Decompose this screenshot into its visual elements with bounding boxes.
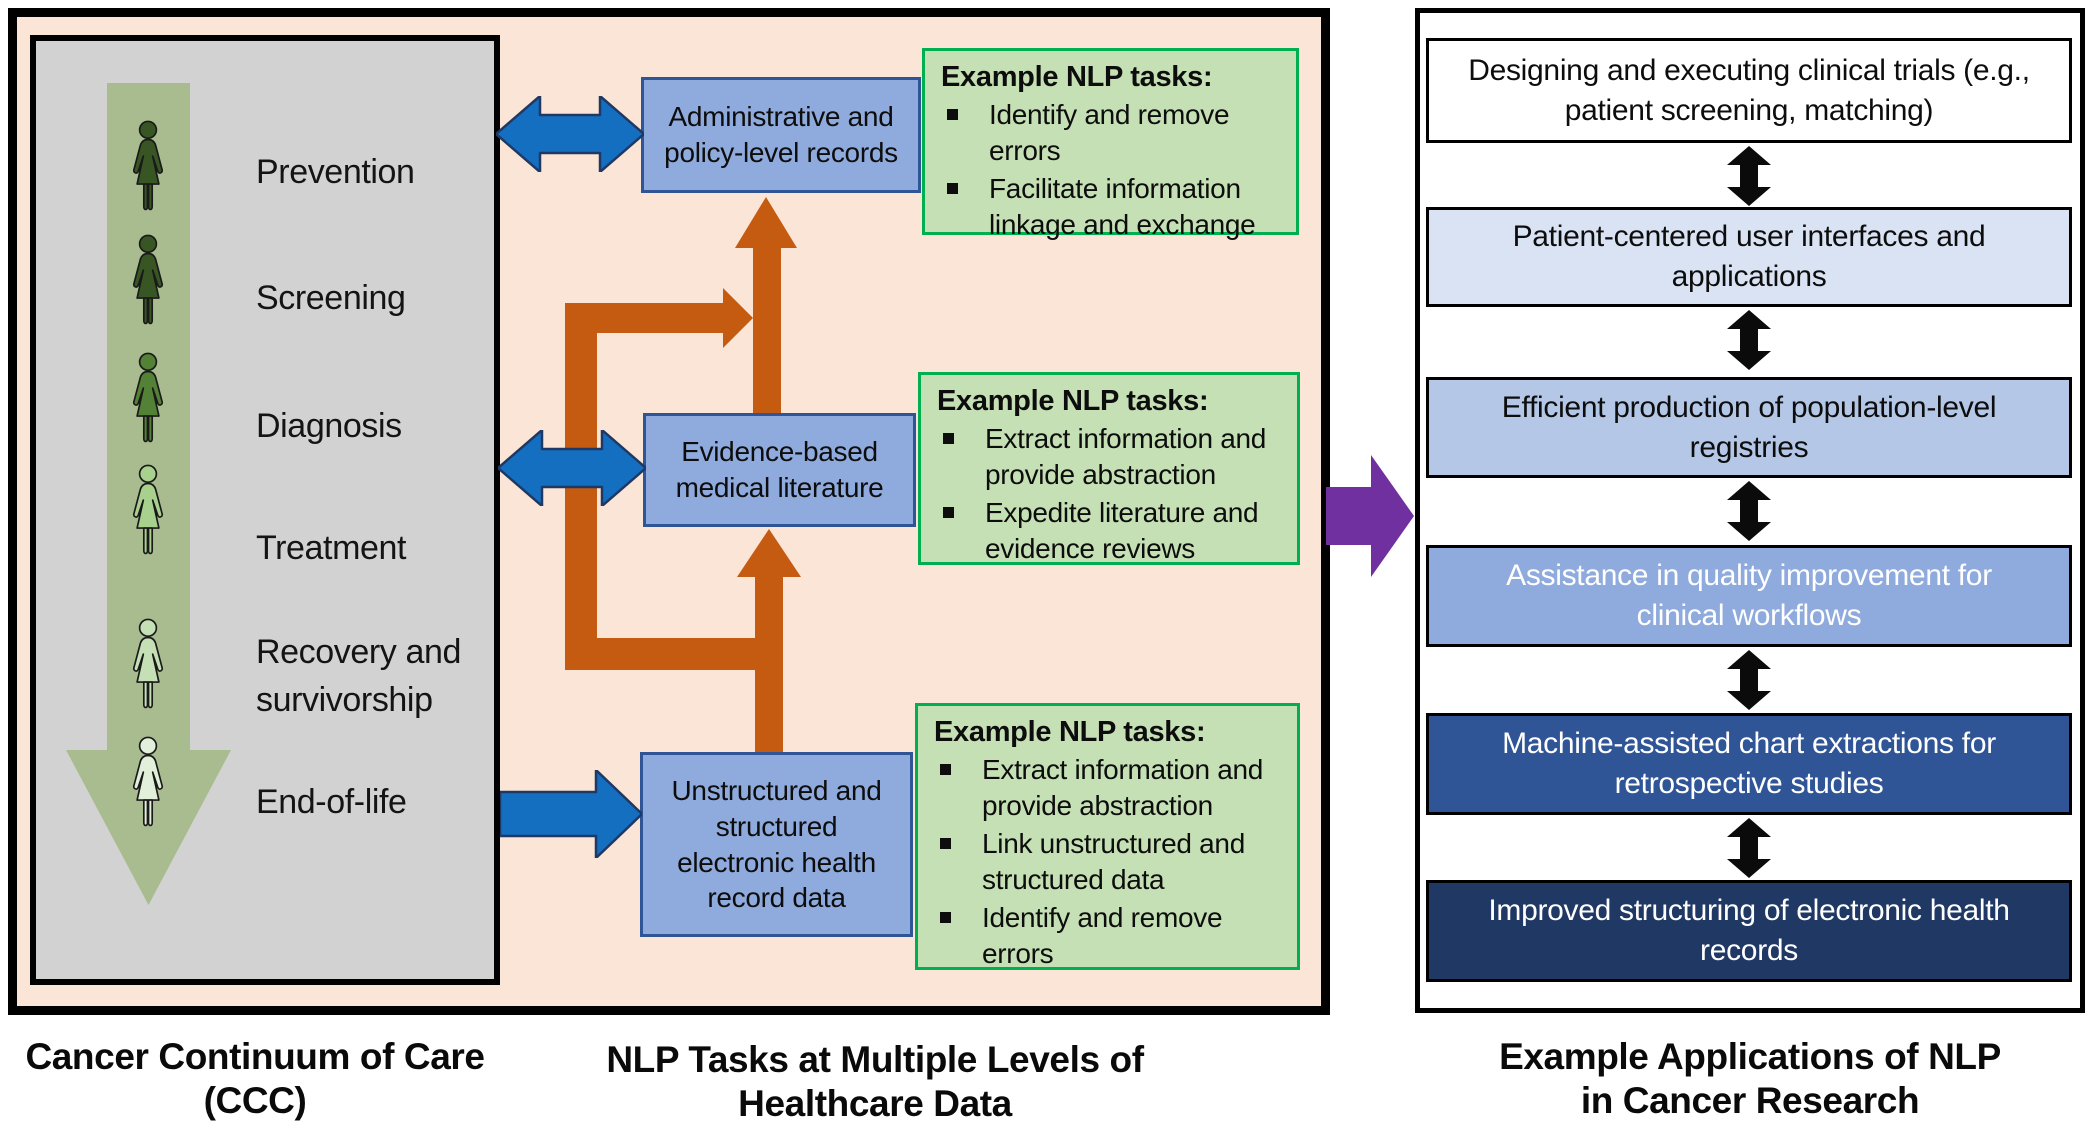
bidirectional-arrow-icon xyxy=(498,430,646,506)
vertical-double-arrow-icon xyxy=(1727,818,1771,878)
application-box: Efficient production of population-level… xyxy=(1426,377,2072,478)
vertical-double-arrow-icon xyxy=(1727,146,1771,206)
caption-nlp-tasks: NLP Tasks at Multiple Levels of Healthca… xyxy=(420,1038,1330,1126)
application-box: Improved structuring of electronic healt… xyxy=(1426,880,2072,982)
nlp-task-item: Identify and remove errors xyxy=(982,902,1223,969)
person-icon xyxy=(132,736,164,827)
data-level-box-administrative: Administrative and policy-level records xyxy=(641,77,921,193)
nlp-tasks-box-literature: Example NLP tasks: Extract information a… xyxy=(918,372,1300,565)
stage-label-recovery: Recovery and survivorship xyxy=(256,633,461,719)
nlp-tasks-title: Example NLP tasks: xyxy=(941,61,1213,93)
vertical-double-arrow-icon xyxy=(1727,310,1771,370)
vertical-double-arrow-icon xyxy=(1727,650,1771,710)
right-arrow-icon xyxy=(500,770,642,858)
caption-applications-line2: in Cancer Research xyxy=(1580,1080,1920,1121)
caption-applications: Example Applications of NLP in Cancer Re… xyxy=(1415,1035,2085,1123)
nlp-tasks-title: Example NLP tasks: xyxy=(934,716,1206,748)
caption-nlp-tasks-line1: NLP Tasks at Multiple Levels of xyxy=(606,1039,1144,1080)
stage-label-end-of-life: End-of-life xyxy=(256,783,407,821)
person-icon xyxy=(132,618,164,709)
person-icon xyxy=(132,352,164,443)
person-icon xyxy=(132,120,164,211)
application-box: Machine-assisted chart extractions for r… xyxy=(1426,713,2072,815)
caption-ccc: Cancer Continuum of Care (CCC) xyxy=(10,1035,500,1123)
person-icon xyxy=(132,464,164,555)
nlp-task-item: Expedite literature and evidence reviews xyxy=(985,497,1259,564)
application-box: Assistance in quality improvement for cl… xyxy=(1426,545,2072,647)
nlp-tasks-box-administrative: Example NLP tasks: Identify and remove e… xyxy=(922,48,1299,240)
bidirectional-arrow-icon xyxy=(496,96,644,172)
nlp-tasks-box-ehr: Example NLP tasks: Extract information a… xyxy=(915,703,1300,970)
nlp-task-item: Facilitate information linkage and excha… xyxy=(989,173,1256,240)
nlp-tasks-title: Example NLP tasks: xyxy=(937,385,1209,417)
application-box: Designing and executing clinical trials … xyxy=(1426,38,2072,143)
nlp-task-item: Extract information and provide abstract… xyxy=(985,423,1267,490)
caption-nlp-tasks-line2: Healthcare Data xyxy=(738,1083,1012,1124)
caption-ccc-line1: Cancer Continuum of Care xyxy=(25,1036,485,1077)
data-level-box-ehr: Unstructured and structured electronic h… xyxy=(640,752,913,937)
vertical-double-arrow-icon xyxy=(1727,481,1771,541)
application-box: Patient-centered user interfaces and app… xyxy=(1426,207,2072,307)
stage-label-prevention: Prevention xyxy=(256,153,415,191)
stage-label-treatment: Treatment xyxy=(256,529,407,567)
nlp-task-item: Extract information and provide abstract… xyxy=(982,754,1264,821)
data-level-box-literature: Evidence-based medical literature xyxy=(643,413,916,527)
stage-label-screening: Screening xyxy=(256,279,406,317)
purple-right-arrow-icon xyxy=(1326,455,1414,577)
caption-applications-line1: Example Applications of NLP xyxy=(1499,1036,2001,1077)
stage-label-diagnosis: Diagnosis xyxy=(256,407,402,445)
nlp-task-item: Identify and remove errors xyxy=(989,99,1230,166)
nlp-task-item: Link unstructured and structured data xyxy=(982,828,1245,895)
person-icon xyxy=(132,234,164,325)
caption-ccc-line2: (CCC) xyxy=(203,1080,307,1121)
